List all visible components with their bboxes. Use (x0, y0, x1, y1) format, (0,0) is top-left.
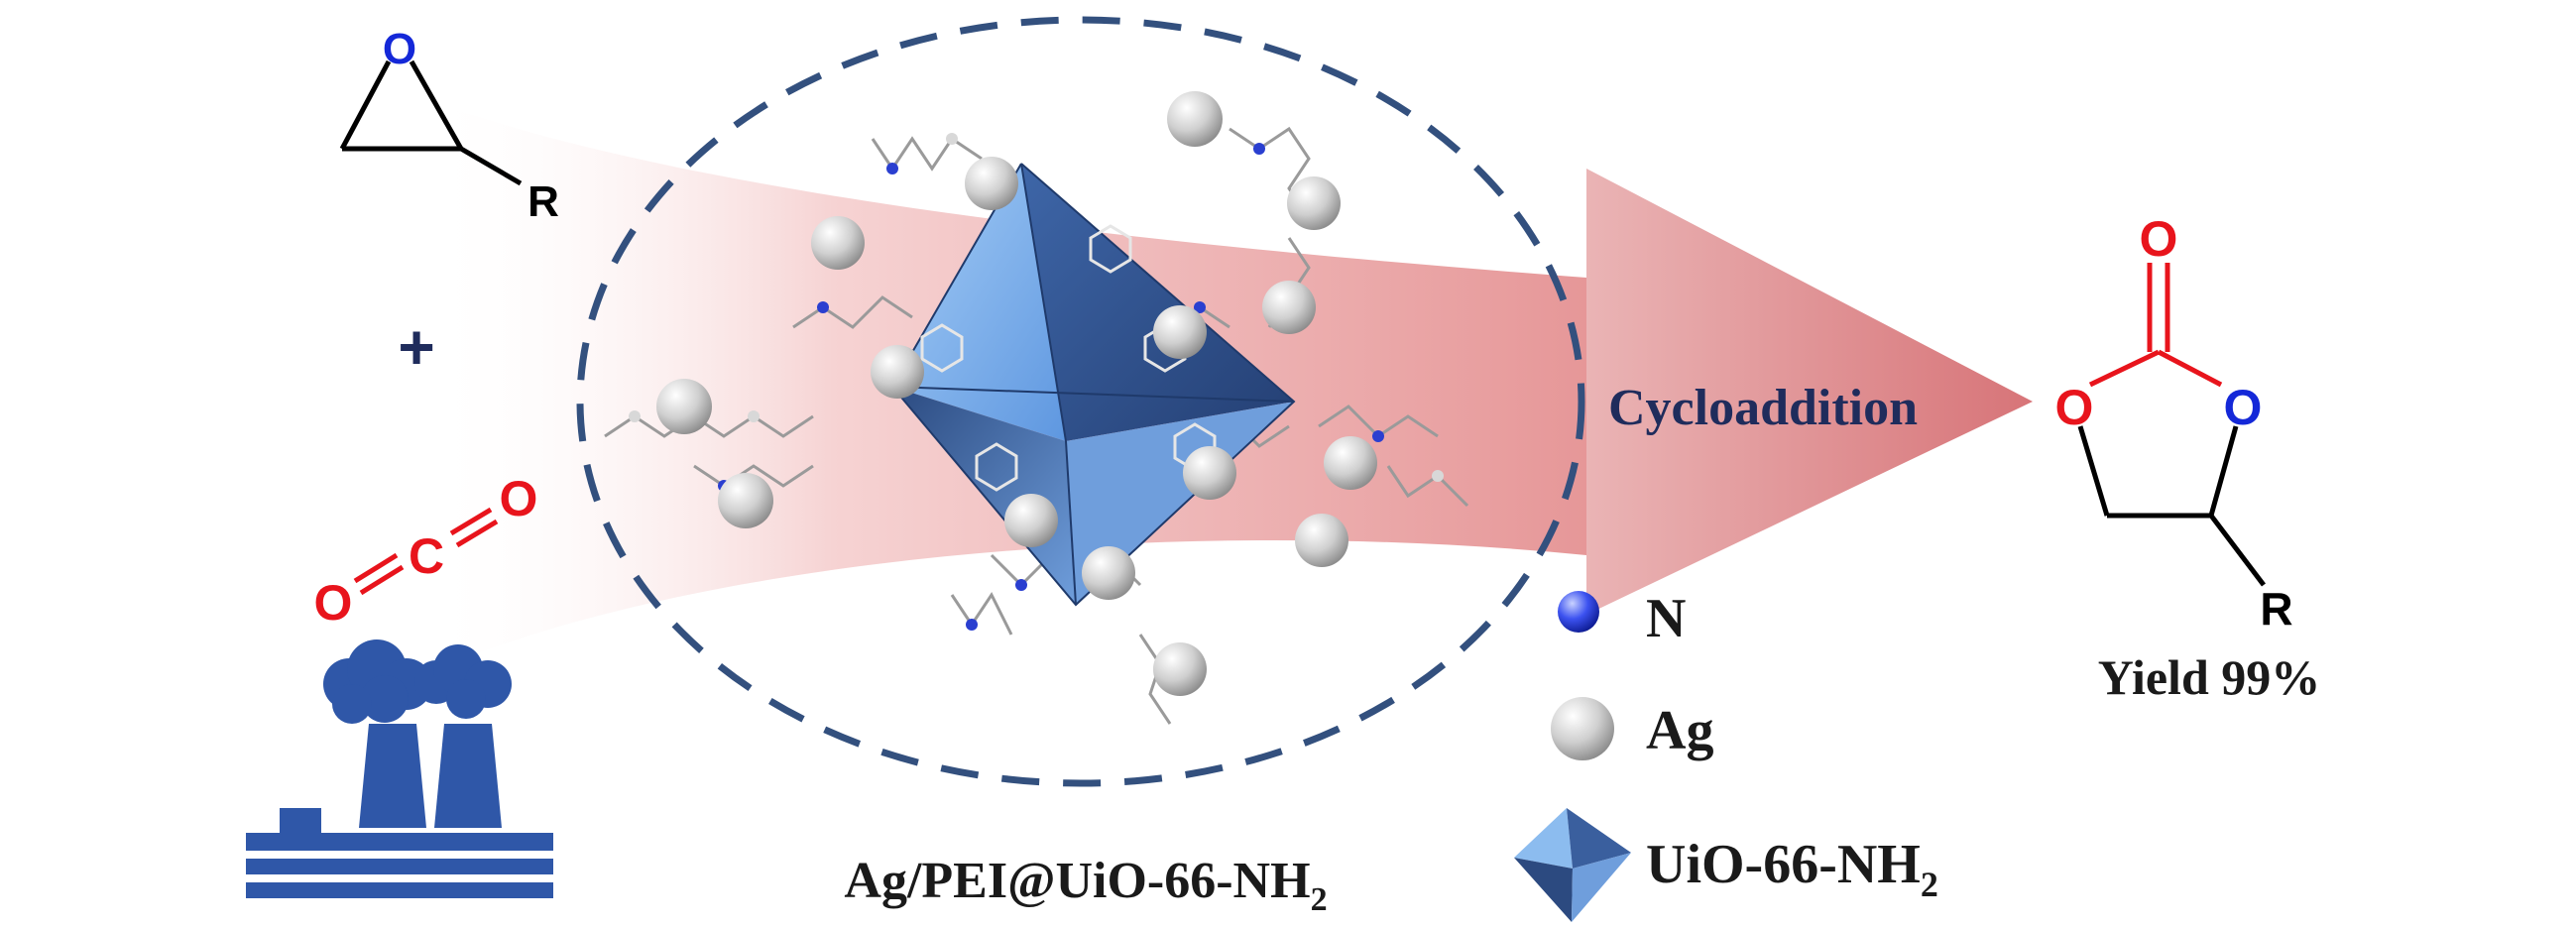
ag-sphere (718, 473, 773, 528)
ag-sphere-icon (1551, 697, 1614, 760)
reaction-label: Cycloaddition (1608, 380, 1918, 436)
ag-sphere (1262, 281, 1316, 334)
ag-nanoparticles (656, 91, 1377, 696)
epoxide-structure: O R (339, 25, 559, 226)
ag-sphere (1167, 91, 1223, 147)
ag-sphere (1153, 305, 1207, 359)
ring-o-right-label: O (2224, 380, 2263, 435)
ag-sphere (1324, 436, 1377, 490)
carbonyl-o-label: O (2140, 211, 2178, 267)
ag-sphere (1295, 514, 1348, 567)
ag-sphere (811, 216, 865, 270)
ag-sphere (965, 157, 1018, 210)
factory-icon (246, 639, 553, 898)
ring-o-left-label: O (2055, 380, 2094, 435)
ag-sphere (1153, 642, 1207, 696)
catalyst-label: Ag/PEI@UiO-66-NH2 (844, 853, 1327, 918)
co2-c-label: C (409, 528, 444, 584)
linker-rings (920, 224, 1217, 492)
legend: N Ag UiO-66-NH2 (1514, 588, 1938, 922)
co2-molecule: O C O (314, 471, 538, 631)
product-r-label: R (2260, 583, 2292, 635)
legend-n-label: N (1646, 588, 1686, 649)
ag-sphere (1287, 176, 1341, 230)
n-atom-icon (1558, 591, 1599, 633)
co2-o1-label: O (314, 575, 353, 631)
reaction-arrow (1586, 169, 2033, 615)
ag-sphere (1183, 446, 1236, 500)
epoxide-o-label: O (383, 25, 416, 73)
ag-sphere (656, 379, 712, 434)
plus-sign: + (398, 311, 434, 383)
ag-sphere (1082, 546, 1135, 600)
octahedron-crystal (890, 163, 1296, 607)
catalyst-boundary (576, 16, 1585, 787)
yield-label: Yield 99% (2098, 649, 2321, 705)
ag-sphere (1004, 494, 1058, 547)
epoxide-r-label: R (527, 177, 559, 226)
cyclic-carbonate-structure: O O O R (2055, 211, 2293, 635)
octahedron-icon (1514, 808, 1631, 922)
legend-uio-label: UiO-66-NH2 (1646, 834, 1938, 904)
ag-sphere (871, 345, 924, 399)
co2-o2-label: O (500, 471, 538, 526)
legend-ag-label: Ag (1646, 700, 1713, 761)
